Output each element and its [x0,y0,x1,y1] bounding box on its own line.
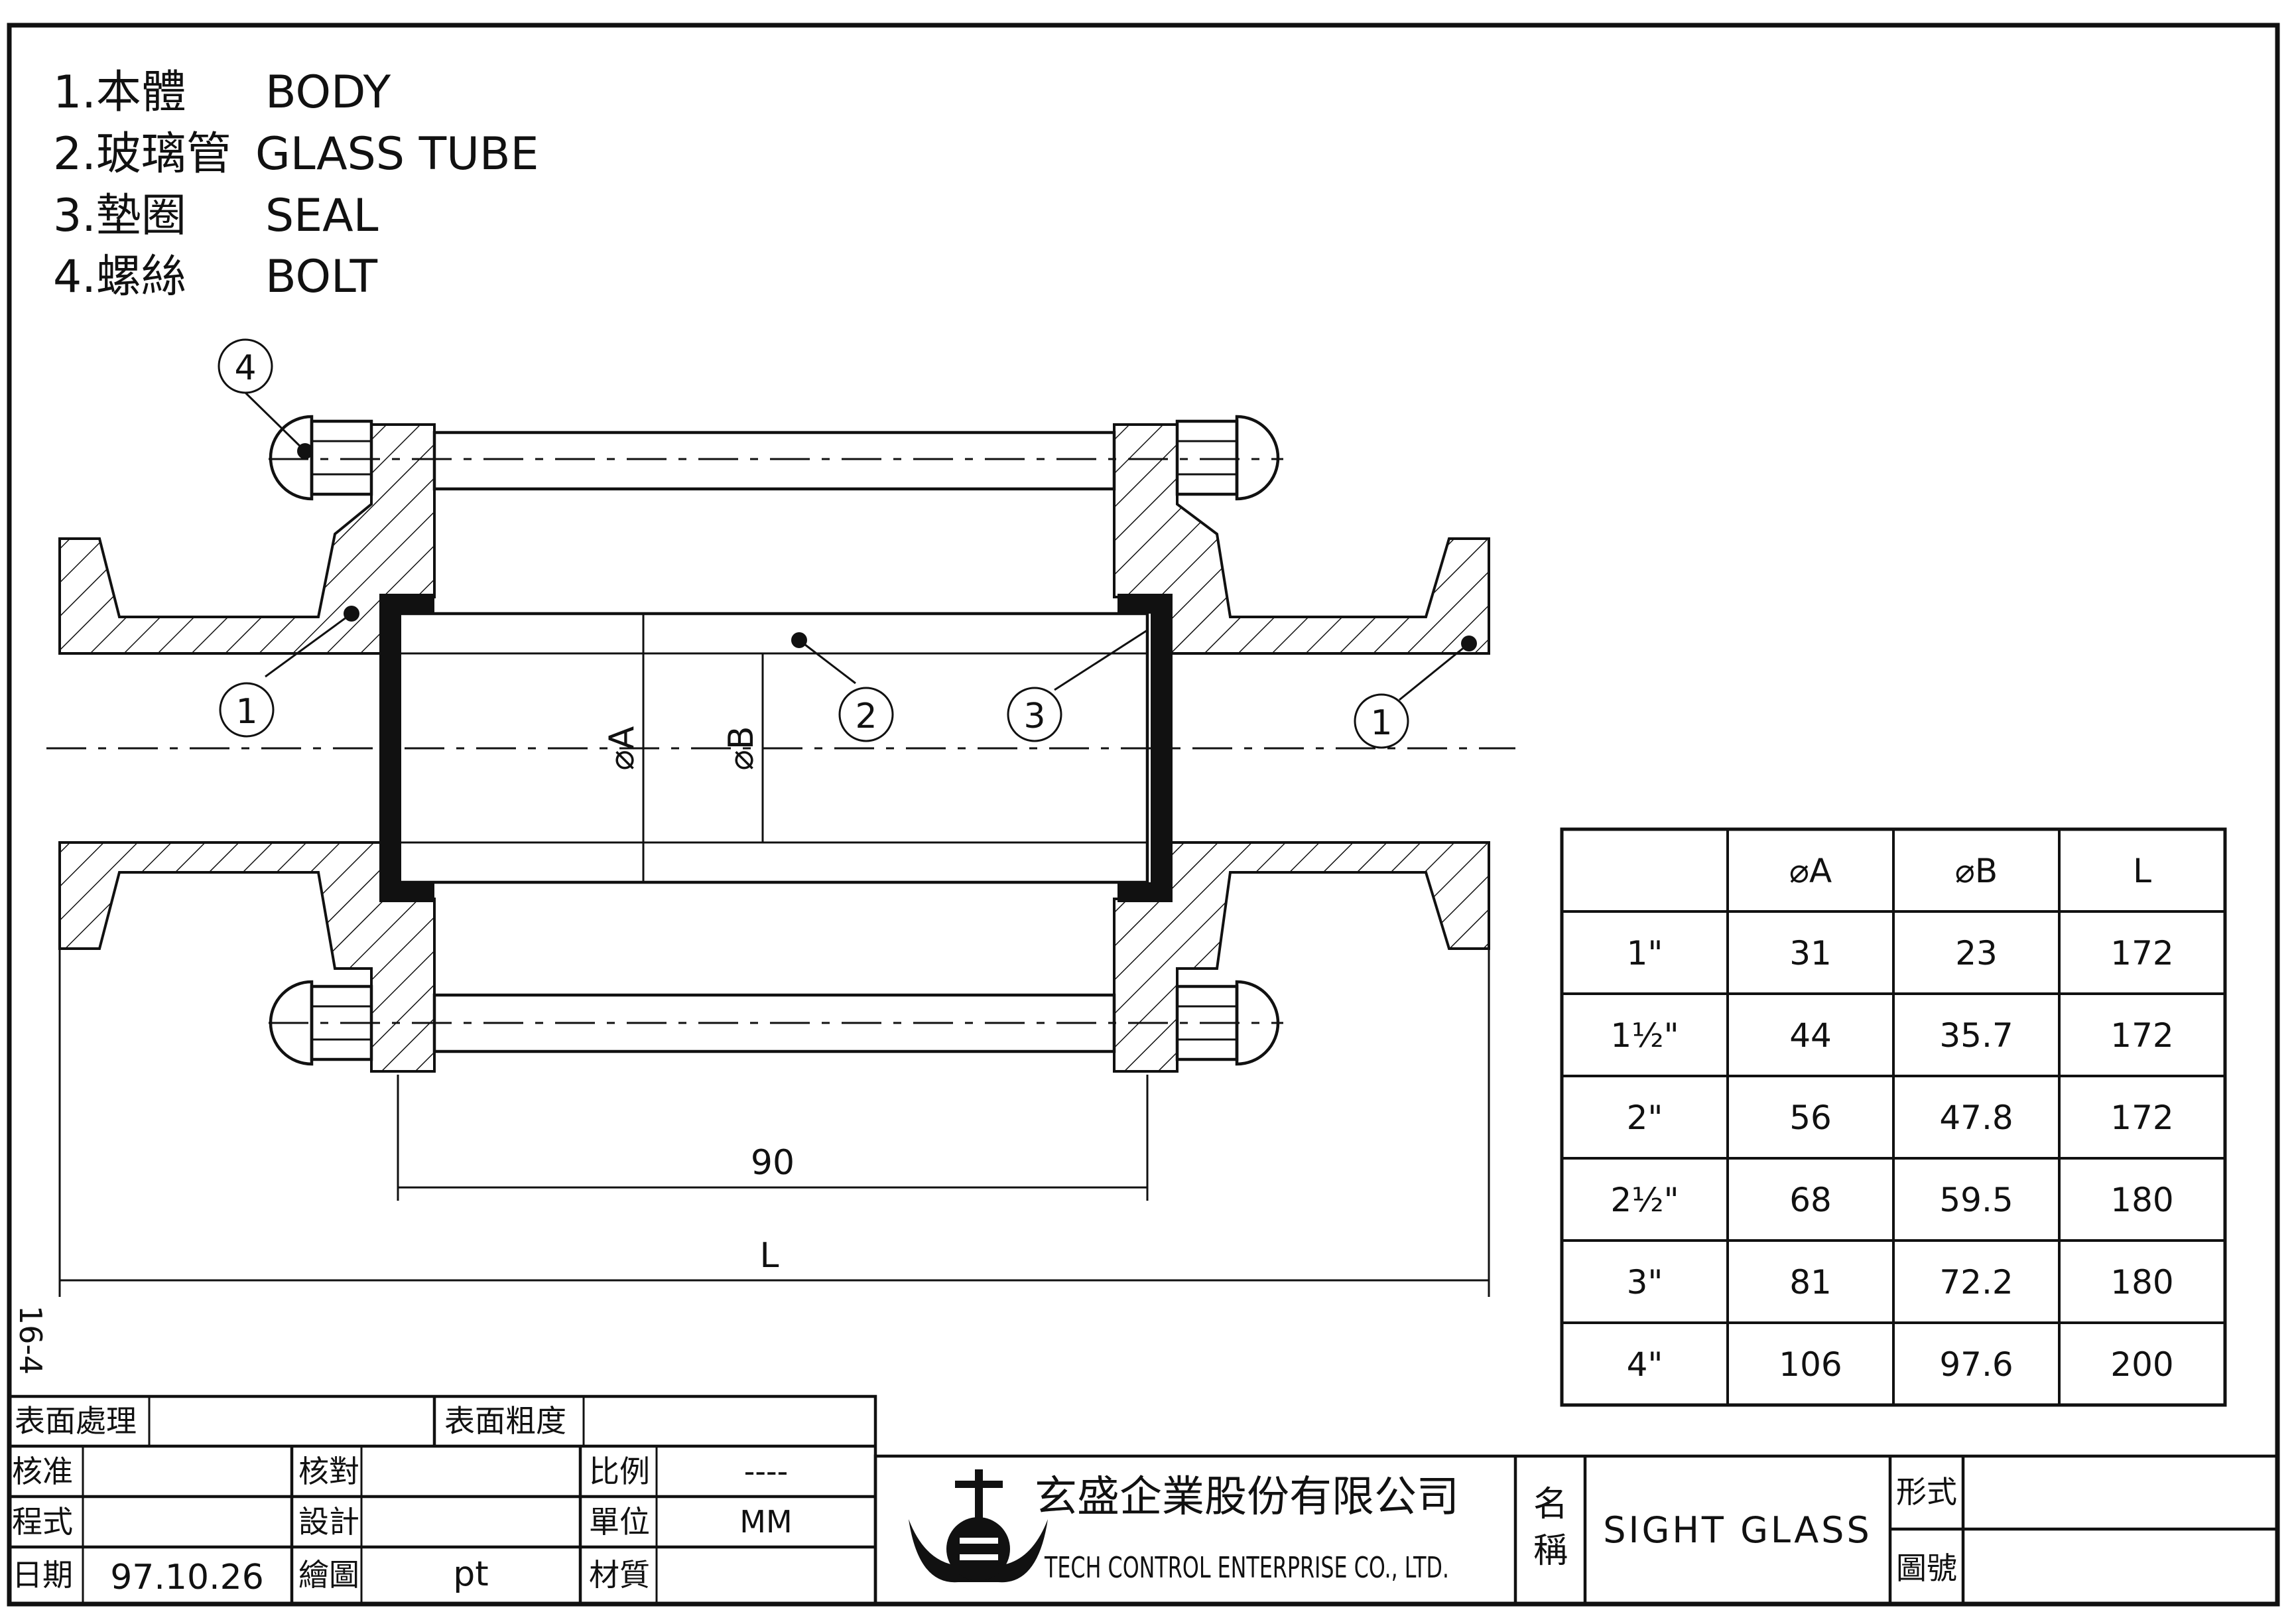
part-2-english: GLASS TUBE [255,128,539,180]
balloon-2: 2 [855,697,877,736]
table-cell: 2½" [1610,1181,1679,1219]
svg-text:3.墊圈: 3.墊圈 [53,190,186,242]
size-table: ⌀A ⌀B L 1" 31 23 172 1½" 44 35.7 172 2" 56 47.8 172 2½"… [1560,827,2227,1407]
svg-text:1.本體: 1.本體 [53,66,186,119]
label-drawing-no: 圖號 [1896,1550,1957,1586]
table-cell: 56 [1789,1099,1832,1137]
table-cell: 1" [1627,934,1663,973]
svg-text:2.玻璃管: 2.玻璃管 [53,128,231,180]
table-header-cell: ⌀A [1789,852,1832,890]
dimension-dia-a: ⌀A [602,726,642,770]
table-cell: 2" [1627,1099,1663,1137]
company-logo [909,1469,1048,1583]
table-header-cell: ⌀B [1955,852,1998,890]
value-date: 97.10.26 [110,1558,264,1597]
company-name-chinese: 玄盛企業股份有限公司 [1035,1473,1459,1522]
table-cell: 68 [1789,1181,1832,1219]
sheet-code: 16-4 [13,1306,48,1375]
table-cell: 31 [1789,934,1832,973]
balloon-3: 3 [1023,697,1045,736]
label-name-1: 名 [1533,1485,1568,1524]
label-scale: 比例 [589,1453,650,1489]
bolt-upper-left [269,415,373,501]
label-unit: 單位 [589,1504,650,1540]
dimension-dia-b: ⌀B [722,726,761,771]
table-cell: 97.6 [1939,1345,2013,1384]
balloon-4: 4 [234,348,256,388]
balloon-1-left: 1 [235,692,257,732]
table-cell: 1½" [1610,1016,1679,1055]
table-header-cell: L [2133,852,2151,890]
label-material: 材質 [589,1557,650,1593]
table-cell: 47.8 [1939,1099,2013,1137]
label-name-2: 稱 [1533,1531,1568,1571]
parts-list: 1.本體 BODY 2.玻璃管 GLASS TUBE 3.墊圈 SEAL 4.螺… [53,66,539,303]
label-surface-treatment: 表面處理 [15,1403,137,1439]
left-seal [379,594,434,902]
label-program: 程式 [12,1504,73,1540]
table-cell: 4" [1627,1345,1663,1384]
table-cell: 3" [1627,1263,1663,1302]
label-type: 形式 [1896,1474,1957,1510]
table-cell: 23 [1955,934,1998,973]
value-drawn: pt [453,1554,488,1594]
svg-text:4.螺絲: 4.螺絲 [53,251,186,303]
table-cell: 59.5 [1939,1181,2013,1219]
part-3-english: SEAL [265,190,379,242]
table-cell: 72.2 [1939,1263,2013,1302]
label-surface-roughness: 表面粗度 [444,1403,566,1439]
label-date: 日期 [12,1557,73,1593]
part-4-english: BOLT [265,251,378,303]
label-drawn: 繪圖 [298,1557,359,1593]
right-seal [1117,594,1173,902]
label-design: 設計 [298,1504,359,1540]
company-name-english: TECH CONTROL ENTERPRISE CO., LTD. [1044,1551,1449,1585]
left-body-lower [58,841,436,1073]
dimension-90: 90 [751,1143,795,1183]
table-cell: 81 [1789,1263,1832,1302]
upper-tie-rod [432,431,1116,491]
title-block: 表面處理 表面粗度 核准 核對 比例 ---- 程式 設計 單位 MM 日期 9… [7,1394,2279,1606]
label-checked: 核對 [298,1453,359,1489]
table-cell: 106 [1779,1345,1842,1384]
table-cell: 35.7 [1939,1016,2013,1055]
part-name: SIGHT GLASS [1603,1509,1872,1551]
value-scale: ---- [744,1453,788,1489]
balloon-1-right: 1 [1370,703,1392,743]
value-unit: MM [739,1504,792,1540]
table-cell: 172 [2110,1099,2173,1137]
bolt-upper-right [1175,415,1280,501]
sight-glass-section-drawing: ⌀A ⌀B 90 L 4 1 2 3 1 [46,338,1515,1297]
dimension-l: L [760,1236,779,1276]
label-approved: 核准 [12,1453,73,1489]
table-cell: 180 [2110,1263,2173,1302]
part-1-english: BODY [265,66,391,119]
table-cell: 172 [2110,1016,2173,1055]
table-cell: 44 [1789,1016,1832,1055]
table-cell: 172 [2110,934,2173,973]
table-cell: 180 [2110,1181,2173,1219]
table-cell: 200 [2110,1345,2173,1384]
